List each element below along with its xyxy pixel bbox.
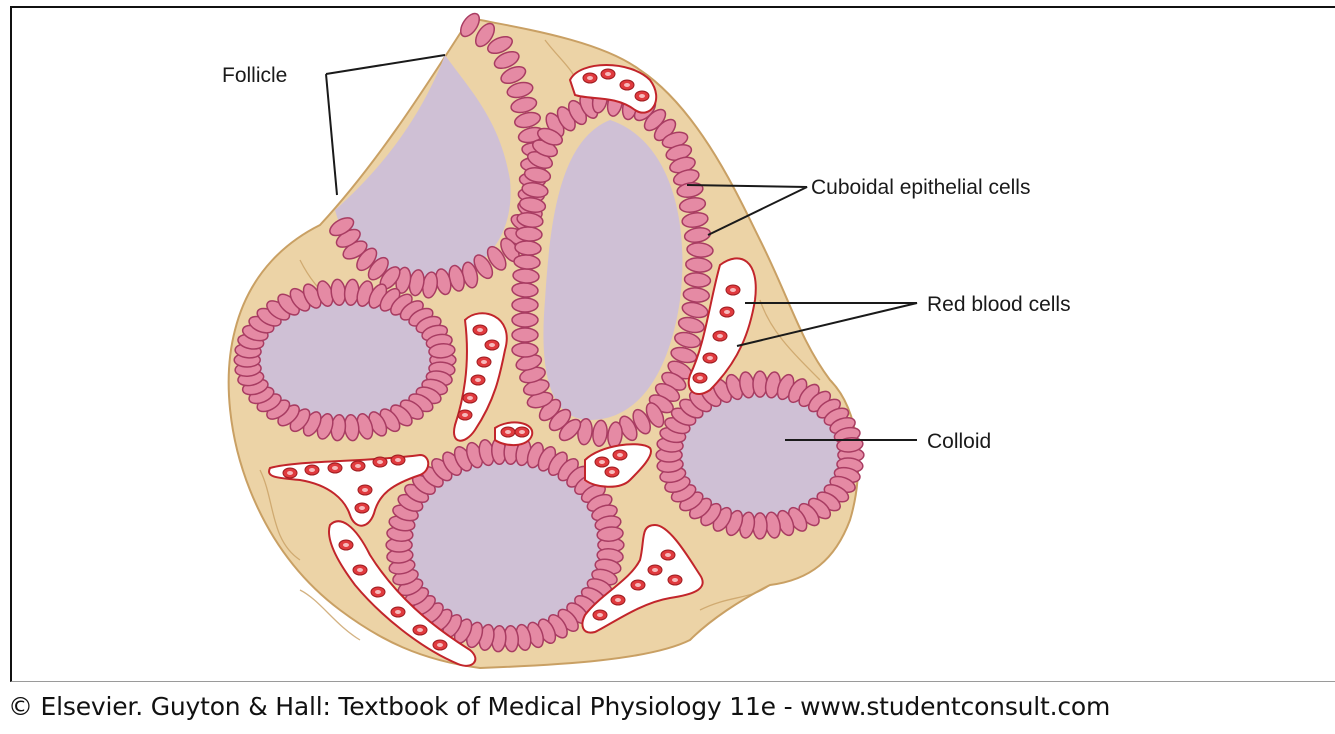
epithelial-cell: [512, 298, 538, 312]
red-blood-cell-center: [477, 328, 483, 332]
red-blood-cell-center: [375, 590, 381, 594]
red-blood-cell-center: [587, 76, 593, 80]
red-blood-cell-center: [355, 464, 361, 468]
red-blood-cell-center: [462, 413, 468, 417]
red-blood-cell-center: [624, 83, 630, 87]
label-red-blood-cells: Red blood cells: [927, 293, 1071, 316]
epithelial-cell: [753, 513, 767, 539]
red-blood-cell-center: [635, 583, 641, 587]
red-blood-cell-center: [697, 376, 703, 380]
red-blood-cell-center: [505, 430, 511, 434]
red-blood-cell-center: [519, 430, 525, 434]
red-blood-cell-center: [599, 460, 605, 464]
epithelial-cell: [512, 328, 538, 342]
red-blood-cell-center: [707, 356, 713, 360]
epithelial-cell: [512, 343, 538, 357]
red-blood-cell-center: [597, 613, 603, 617]
red-blood-cell-center: [717, 334, 723, 338]
red-blood-cell-center: [730, 288, 736, 292]
red-blood-cell-center: [332, 466, 338, 470]
copyright-caption: © Elsevier. Guyton & Hall: Textbook of M…: [8, 692, 1110, 721]
epithelial-cell: [512, 313, 538, 327]
label-colloid: Colloid: [927, 430, 991, 453]
red-blood-cell-center: [395, 458, 401, 462]
red-blood-cell-center: [377, 460, 383, 464]
red-blood-cell-center: [605, 72, 611, 76]
red-blood-cell-center: [362, 488, 368, 492]
red-blood-cell-center: [615, 598, 621, 602]
red-blood-cell-center: [481, 360, 487, 364]
label-follicle: Follicle: [222, 64, 287, 87]
red-blood-cell-center: [309, 468, 315, 472]
red-blood-cell-center: [609, 470, 615, 474]
red-blood-cell-center: [395, 610, 401, 614]
red-blood-cell-center: [489, 343, 495, 347]
red-blood-cell-center: [287, 471, 293, 475]
red-blood-cell-center: [652, 568, 658, 572]
red-blood-cell-center: [665, 553, 671, 557]
red-blood-cell-center: [639, 94, 645, 98]
red-blood-cell-center: [357, 568, 363, 572]
red-blood-cell-center: [672, 578, 678, 582]
red-blood-cell-center: [724, 310, 730, 314]
red-blood-cell-center: [417, 628, 423, 632]
red-blood-cell-center: [475, 378, 481, 382]
epithelial-cell: [753, 371, 767, 397]
red-blood-cell-center: [359, 506, 365, 510]
red-blood-cell-center: [437, 643, 443, 647]
red-blood-cell-center: [467, 396, 473, 400]
red-blood-cell-center: [343, 543, 349, 547]
label-cuboidal-epithelial-cells: Cuboidal epithelial cells: [811, 176, 1030, 199]
red-blood-cell-center: [617, 453, 623, 457]
